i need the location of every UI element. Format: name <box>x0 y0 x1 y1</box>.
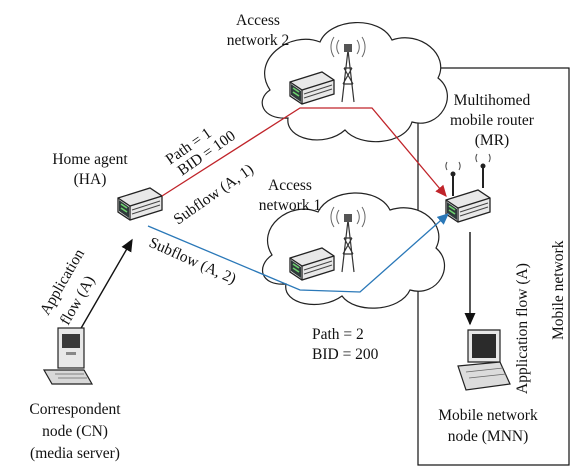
access-network-1-label: Access <box>268 177 312 194</box>
correspondent-node-label: (media server) <box>30 445 120 462</box>
home-agent-label: (HA) <box>74 171 107 188</box>
antenna-icon <box>452 168 484 196</box>
mobile-router-label: mobile router <box>450 112 535 129</box>
subflow-a2-label: Subflow (A, 2) <box>146 234 238 288</box>
access-network-1-label: network 1 <box>259 197 321 214</box>
correspondent-node-label: Correspondent <box>29 401 121 418</box>
laptop-icon <box>457 329 511 391</box>
bid200-label: BID = 200 <box>312 346 379 363</box>
access-network-2-label: Access <box>236 12 280 29</box>
subflow-2-line <box>147 213 449 293</box>
mobile-network-label: Mobile network <box>550 240 567 340</box>
mobile-router-label: (MR) <box>475 132 509 149</box>
path2-label: Path = 2 <box>312 326 364 343</box>
mobile-network-node-label: Mobile network <box>438 407 538 424</box>
mobile-network-node-label: node (MNN) <box>448 428 529 445</box>
home-agent-router-icon <box>117 187 163 221</box>
app-flow-right-label: Application flow (A) <box>514 263 531 394</box>
access-network-1-cloud <box>262 192 446 309</box>
mobile-router-label: Multihomed <box>454 92 531 109</box>
app-flow-left-arrow <box>79 238 133 331</box>
correspondent-node-label: node (CN) <box>42 423 108 440</box>
access-network-2-label: network 2 <box>227 32 289 49</box>
access-network-2-cloud <box>261 22 448 143</box>
computer-icon <box>42 327 94 385</box>
subflow-1-line <box>161 107 447 197</box>
home-agent-label: Home agent <box>52 151 128 168</box>
